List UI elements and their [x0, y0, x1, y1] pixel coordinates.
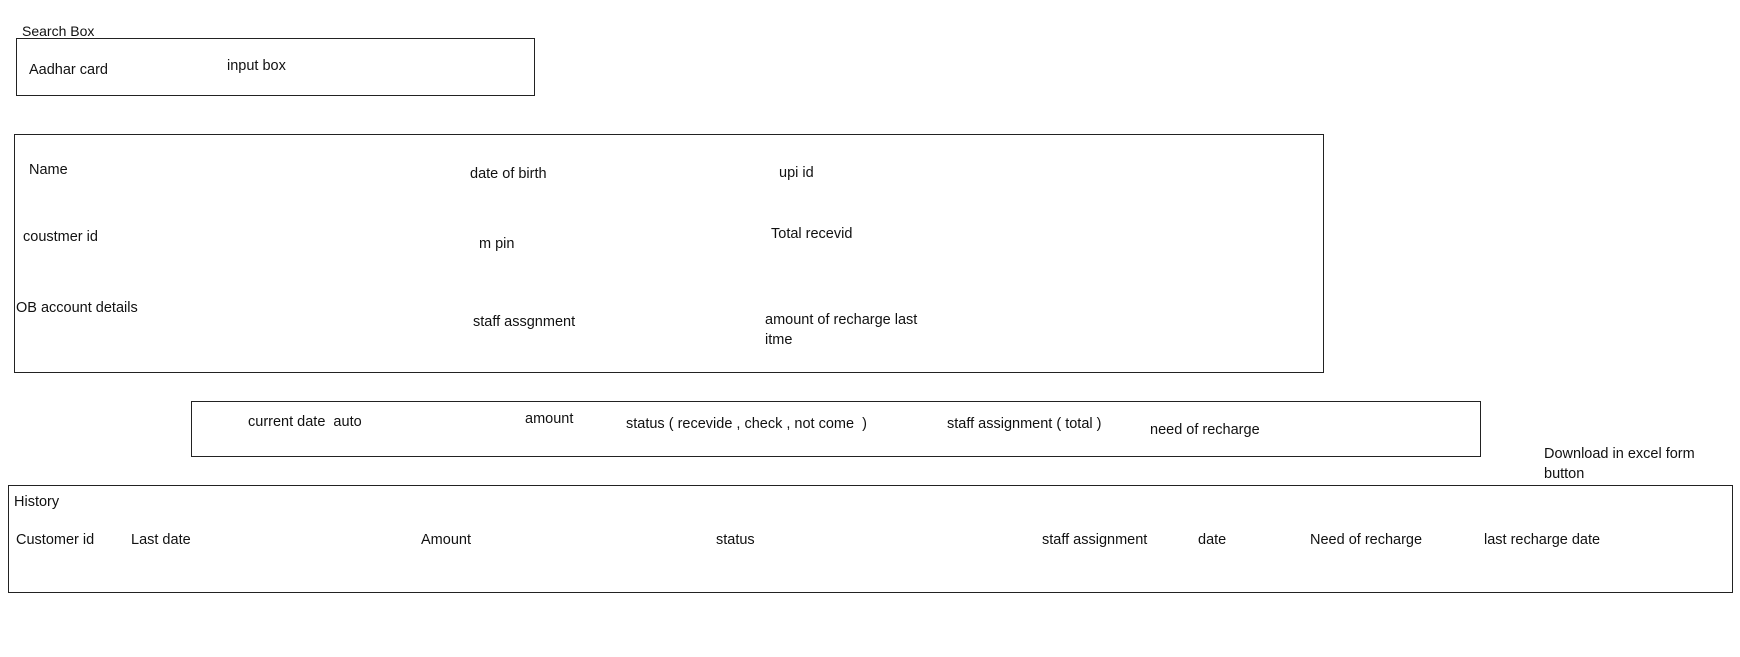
current-date-label: current date auto [248, 414, 362, 430]
column-header-date: date [1198, 532, 1227, 548]
column-header-amount: Amount [421, 532, 471, 548]
upi-id-label: upi id [779, 165, 814, 181]
history-title: History [14, 494, 60, 510]
date-of-birth-label: date of birth [470, 166, 547, 182]
column-header-customer-id: Customer id [16, 532, 95, 548]
column-header-staff-assignment: staff assignment [1042, 532, 1148, 548]
ob-account-details-label: OB account details [16, 300, 138, 316]
column-header-last-date: Last date [131, 532, 191, 548]
need-of-recharge-label: need of recharge [1150, 422, 1260, 438]
status-label: status ( recevide , check , not come ) [626, 416, 867, 432]
search-box-title: Search Box [22, 23, 95, 39]
last-recharge-amount-label: amount of recharge last itme [765, 312, 918, 348]
aadhar-card-label: Aadhar card [29, 62, 108, 78]
total-received-label: Total recevid [771, 226, 853, 242]
name-label: Name [29, 162, 68, 178]
staff-assignment-total-label: staff assignment ( total ) [947, 416, 1102, 432]
recharge-entry-panel [191, 401, 1481, 457]
customer-id-label: coustmer id [23, 229, 98, 245]
search-box [16, 38, 535, 96]
download-excel-button[interactable]: Download in excel form button [1544, 446, 1695, 482]
staff-assignment-label: staff assgnment [473, 314, 576, 330]
column-header-status: status [716, 532, 755, 548]
column-header-last-recharge-date: last recharge date [1484, 532, 1601, 548]
aadhar-card-input[interactable]: input box [227, 58, 286, 74]
history-panel [8, 485, 1733, 593]
amount-label: amount [525, 411, 574, 427]
column-header-need-of-recharge: Need of recharge [1310, 532, 1423, 548]
customer-details-panel [14, 134, 1324, 373]
m-pin-label: m pin [479, 236, 515, 252]
